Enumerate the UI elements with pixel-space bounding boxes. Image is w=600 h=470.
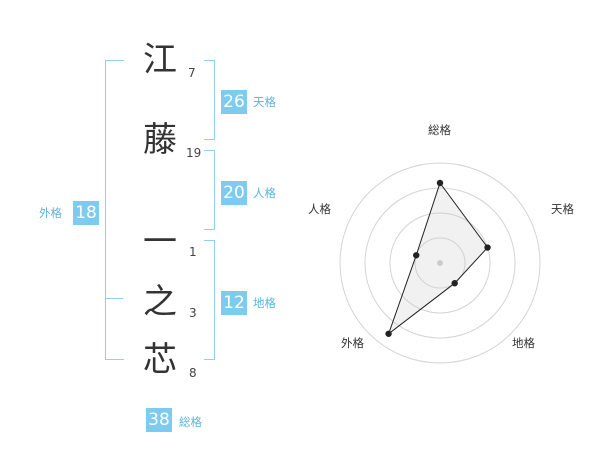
gai-label: 外格	[39, 206, 62, 220]
name-char-3: 一	[143, 222, 177, 262]
chi-bracket	[204, 240, 215, 360]
radar-grid-ring-2	[389, 212, 491, 314]
radar-axis-label-gai: 外格	[341, 336, 364, 350]
stroke-count-5: 8	[189, 366, 197, 380]
ten-bracket	[204, 60, 215, 140]
jin-label: 人格	[253, 186, 276, 200]
radar-point-1	[436, 179, 444, 187]
stroke-count-1: 7	[188, 66, 196, 80]
radar-axis-label-chi: 地格	[512, 336, 535, 350]
stroke-count-2: 19	[186, 146, 202, 160]
radar-point-4	[385, 330, 392, 337]
radar-center-point	[437, 260, 443, 266]
radar-point-2	[484, 244, 491, 251]
radar-axis-label-sou: 総格	[428, 123, 451, 137]
radar-grid-ring-1	[414, 237, 466, 289]
radar-grid-ring-3	[364, 187, 516, 339]
chi-value-badge: 12	[221, 291, 247, 315]
outer-bracket-tick	[105, 298, 123, 299]
name-char-4: 之	[143, 282, 177, 322]
sou-label: 総格	[179, 415, 202, 429]
ten-value-badge: 26	[221, 90, 247, 114]
radar-point-5	[413, 252, 420, 259]
jin-value-badge: 20	[221, 181, 247, 205]
name-char-1: 江	[143, 40, 177, 80]
jin-bracket	[204, 150, 215, 230]
name-char-5: 芯	[143, 340, 177, 380]
radar-series-polygon	[387, 181, 489, 336]
gai-value-badge: 18	[73, 201, 99, 225]
radar-axis-label-ten: 天格	[551, 202, 574, 216]
radar-point-3	[451, 280, 458, 287]
ten-label: 天格	[253, 95, 276, 109]
stroke-count-3: 1	[189, 245, 197, 259]
stroke-count-4: 3	[189, 306, 197, 320]
sou-value-badge: 38	[146, 408, 172, 432]
radar-grid-ring-4	[339, 162, 541, 364]
chi-label: 地格	[253, 296, 276, 310]
radar-axis-label-jin: 人格	[308, 202, 331, 216]
name-char-2: 藤	[143, 120, 177, 160]
outer-bracket	[105, 60, 124, 360]
